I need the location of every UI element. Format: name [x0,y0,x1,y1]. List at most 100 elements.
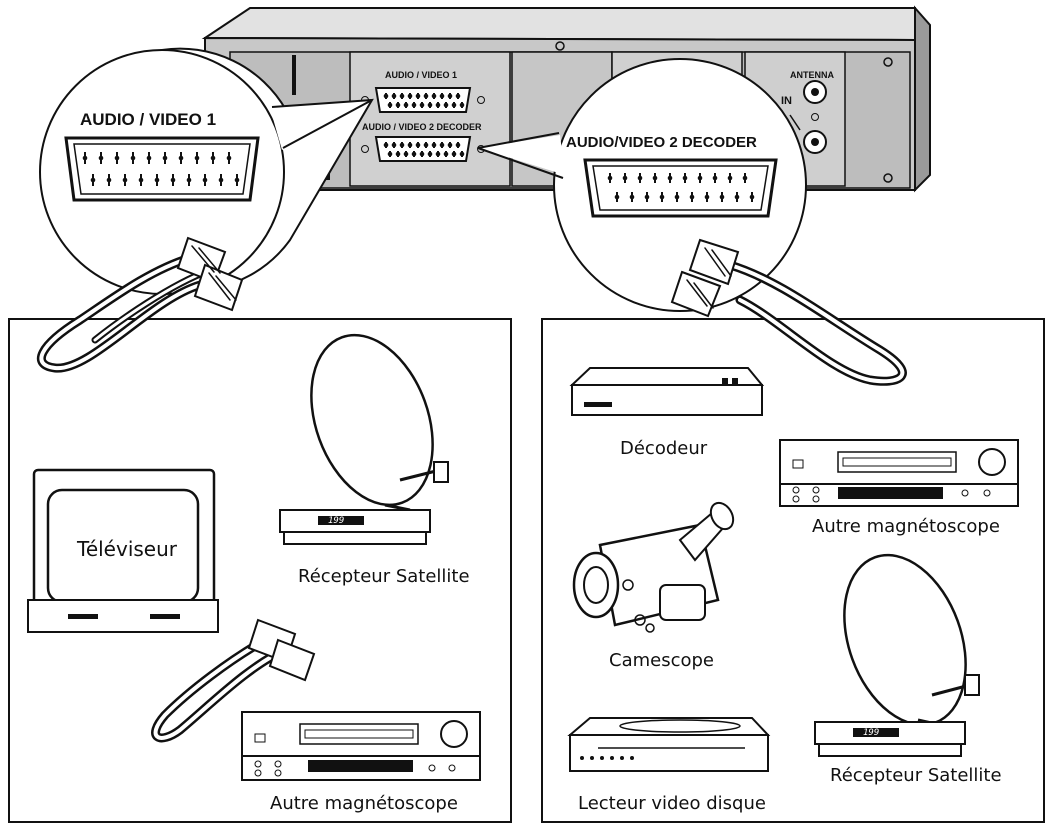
scart-pin-head [218,177,224,183]
vcr-right [779,439,1019,507]
scart-pin-head [439,142,445,148]
scart-pin-head [383,93,389,99]
television [27,468,219,633]
scart-pin-head [423,93,429,99]
scart-pin-head [431,93,437,99]
scart-pin-head [98,155,104,161]
decoder [569,367,765,416]
scart-pins-left [82,152,240,186]
scart-pin-head [674,194,680,200]
scart-pin-head [395,102,401,108]
scart-pin-head [399,142,405,148]
scart-pins-right [607,173,755,202]
vcr-scart-1-label: AUDIO / VIDEO 1 [385,70,458,80]
scart-pin-head [652,175,658,181]
scart-cable-right [670,238,907,386]
scart-pin-head [451,102,457,108]
scart-pin-head [727,175,733,181]
scart-pin-head [395,151,401,157]
scart-pin-head [719,194,725,200]
vcr-left [241,711,481,781]
scart-pin-head [614,194,620,200]
scart-pin-head [447,93,453,99]
scart-cable-middle [151,618,316,743]
scart-pin-head [411,102,417,108]
scart-pin-head [659,194,665,200]
scart-pin-head [451,151,457,157]
scart-pin-head [82,155,88,161]
camcorder [572,501,735,633]
scart-pin-head [712,175,718,181]
scart-cable-left [36,236,244,373]
camcorder-caption: Camescope [609,650,714,671]
scart-pin-head [644,194,650,200]
scart-pin-head [407,93,413,99]
antenna-in-label: IN [781,95,792,107]
scart-pin-head [90,177,96,183]
scart-pin-head [734,194,740,200]
zoom-left-label: AUDIO / VIDEO 1 [80,110,217,129]
scart-pin-head [423,142,429,148]
scart-pin-head [443,151,449,157]
satellite-caption-left: Récepteur Satellite [298,566,470,587]
scart-pin-head [407,142,413,148]
scart-pin-head [194,155,200,161]
scart-pin-head [415,93,421,99]
zoom-right-label: AUDIO/VIDEO 2 DECODER [566,134,757,151]
scart-pin-head [435,151,441,157]
scart-pin-head [399,93,405,99]
scart-pin-head [607,175,613,181]
disc-player [567,717,771,772]
satellite-receiver-right [814,553,980,757]
scart-pin-head [629,194,635,200]
satellite-receiver-left [279,333,449,545]
vcr-scart-2-label: AUDIO / VIDEO 2 DECODER [362,122,482,132]
scart-pin-head [391,142,397,148]
scart-pin-head [697,175,703,181]
antenna-label: ANTENNA [790,70,834,80]
scart-pin-head [186,177,192,183]
scart-pin-head [403,151,409,157]
scart-pin-head [447,142,453,148]
scart-pin-head [427,102,433,108]
scart-pin-head [226,155,232,161]
scart-pin-head [178,155,184,161]
scart-pin-head [130,155,136,161]
scart-pin-head [138,177,144,183]
scart-pin-head [122,177,128,183]
scart-pin-head [455,93,461,99]
scart-pin-head [391,93,397,99]
scart-pin-head [439,93,445,99]
scart-pin-head [403,102,409,108]
scart-pin-head [411,151,417,157]
scart-pin-head [387,151,393,157]
scart-pin-head [704,194,710,200]
scart-pin-head [415,142,421,148]
scart-pin-head [689,194,695,200]
scart-pin-head [170,177,176,183]
scart-pin-head [455,142,461,148]
zoom-bubble-left [39,47,374,295]
satellite-display-left: 199 [328,516,345,526]
vcr-caption-left: Autre magnétoscope [270,793,458,814]
scart-pin-head [202,177,208,183]
scart-pin-head [431,142,437,148]
scart-pin-head [387,102,393,108]
scart-pin-head [114,155,120,161]
scart-pin-head [210,155,216,161]
scart-pin-head [146,155,152,161]
scart-pin-head [742,175,748,181]
scart-pin-head [443,102,449,108]
satellite-caption-right: Récepteur Satellite [830,765,1002,786]
decoder-caption: Décodeur [620,438,708,459]
scart-pin-head [435,102,441,108]
tv-screen-text: Téléviseur [77,537,177,561]
scart-pin-head [419,102,425,108]
scart-pin-head [383,142,389,148]
scart-pin-head [234,177,240,183]
disc-caption: Lecteur video disque [578,793,766,814]
scart-pin-head [622,175,628,181]
scart-pin-head [154,177,160,183]
